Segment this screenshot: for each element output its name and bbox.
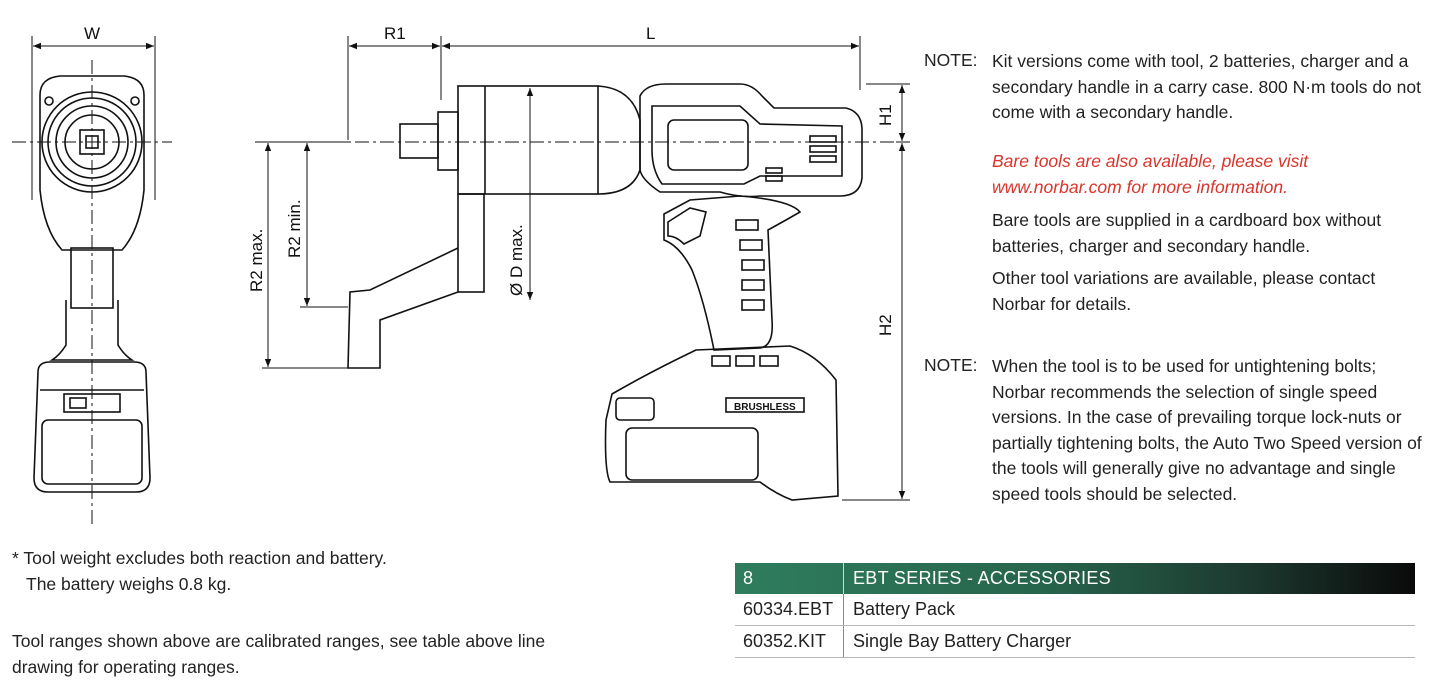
note-untightening: When the tool is to be used for untighte… (992, 356, 1422, 504)
dim-h1: H1 (876, 104, 895, 126)
part-code: 60352.KIT (743, 631, 827, 651)
accessories-title: EBT SERIES - ACCESSORIES (843, 563, 1415, 594)
accessories-table: 8 EBT SERIES - ACCESSORIES 60334.EBT Bat… (735, 563, 1415, 658)
footnote-battery: The battery weighs 0.8 kg. (26, 574, 232, 594)
note-kit-versions: Kit versions come with tool, 2 batteries… (992, 51, 1421, 122)
accessories-section-number: 8 (743, 568, 754, 588)
dim-l: L (646, 24, 655, 43)
note-bare-tools-available: Bare tools are also available, please vi… (992, 151, 1309, 197)
table-row: 60334.EBT Battery Pack (735, 594, 1415, 626)
footnote-ranges: Tool ranges shown above are calibrated r… (12, 631, 546, 677)
table-row: 60352.KIT Single Bay Battery Charger (735, 626, 1415, 658)
front-view (12, 36, 172, 525)
dim-r2-min: R2 min. (285, 199, 304, 258)
dim-w: W (84, 24, 100, 43)
note-other-variations: Other tool variations are available, ple… (992, 268, 1376, 314)
note-label-2: NOTE: (924, 355, 978, 375)
note-bare-tools-supplied: Bare tools are supplied in a cardboard b… (992, 210, 1382, 256)
part-description: Battery Pack (843, 594, 1415, 625)
accessories-header: 8 EBT SERIES - ACCESSORIES (735, 563, 1415, 594)
side-view (255, 36, 910, 501)
footnote-weight: * Tool weight excludes both reaction and… (12, 548, 387, 568)
dim-h2: H2 (876, 314, 895, 336)
technical-drawing: W (12, 24, 910, 525)
dim-r1: R1 (384, 24, 406, 43)
part-description: Single Bay Battery Charger (843, 626, 1415, 657)
dim-d-max: Ø D max. (507, 224, 526, 296)
part-code: 60334.EBT (743, 599, 834, 619)
brushless-label: BRUSHLESS (734, 402, 796, 413)
dim-r2-max: R2 max. (247, 229, 266, 292)
note-label-1: NOTE: (924, 50, 978, 70)
